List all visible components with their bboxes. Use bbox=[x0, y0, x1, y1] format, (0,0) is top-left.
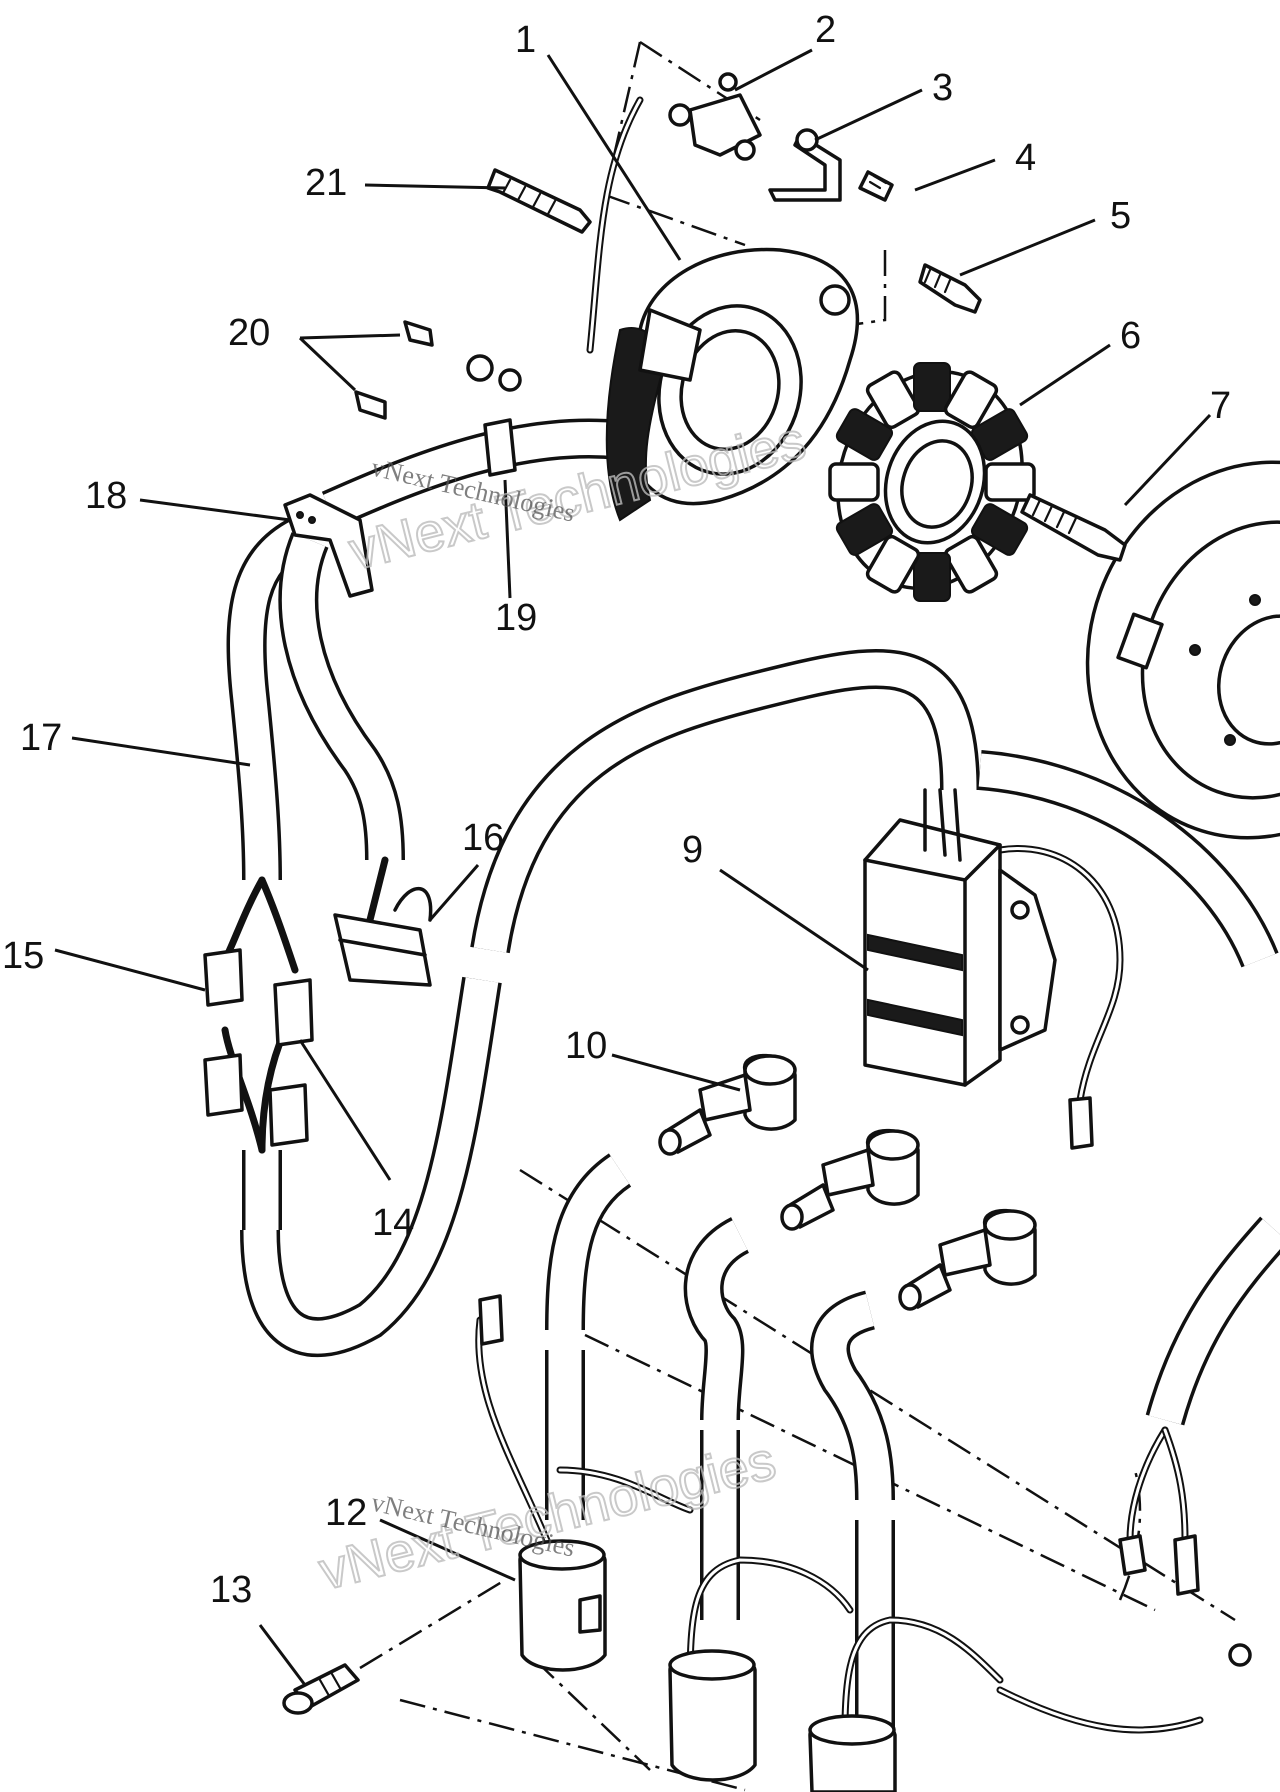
coil-pole bbox=[913, 552, 951, 602]
callout-12: 12 bbox=[325, 1492, 367, 1534]
coil-pole bbox=[943, 370, 999, 430]
screws-20 bbox=[354, 320, 522, 420]
wire-terminals bbox=[478, 1096, 1252, 1667]
screw-21 bbox=[486, 168, 592, 234]
pulser-coil bbox=[668, 72, 762, 161]
callout-21: 21 bbox=[305, 162, 347, 204]
ignition-coils bbox=[518, 1539, 897, 1792]
callout-3: 3 bbox=[932, 67, 953, 109]
spark-plug-caps bbox=[658, 1053, 1037, 1311]
callout-16: 16 bbox=[462, 817, 504, 859]
stator-plate bbox=[605, 247, 859, 522]
callout-6: 6 bbox=[1120, 315, 1141, 357]
bolt-13 bbox=[282, 1663, 360, 1715]
connector-16 bbox=[333, 887, 433, 987]
stator-coil bbox=[828, 362, 1036, 602]
wiring-looms bbox=[226, 418, 1280, 1750]
callout-4: 4 bbox=[1015, 137, 1036, 179]
callout-7: 7 bbox=[1210, 385, 1231, 427]
callout-5: 5 bbox=[1110, 195, 1131, 237]
callout-19: 19 bbox=[495, 597, 537, 639]
coil-pole bbox=[865, 370, 921, 430]
coil-pole bbox=[984, 462, 1036, 502]
bracket bbox=[768, 128, 842, 202]
callout-20: 20 bbox=[228, 312, 270, 354]
coil-pole bbox=[828, 462, 880, 502]
harness-band bbox=[483, 418, 517, 477]
screw-4 bbox=[858, 170, 894, 202]
screw-5 bbox=[918, 263, 982, 314]
small-wires bbox=[221, 96, 1204, 1784]
coil-pole bbox=[970, 503, 1029, 556]
callout-15: 15 bbox=[2, 935, 44, 977]
callout-labels: 1 2 3 4 5 6 7 9 10 12 13 14 15 16 17 18 … bbox=[2, 9, 1231, 1611]
callout-9: 9 bbox=[682, 829, 703, 871]
callout-13: 13 bbox=[210, 1569, 252, 1611]
harness-clamp bbox=[283, 493, 374, 598]
coil-pole bbox=[835, 503, 894, 556]
callout-1: 1 bbox=[515, 19, 536, 61]
coil-pole bbox=[865, 534, 921, 594]
flywheel bbox=[1085, 460, 1280, 840]
callout-10: 10 bbox=[565, 1025, 607, 1067]
callout-18: 18 bbox=[85, 475, 127, 517]
coil-pole bbox=[835, 408, 894, 461]
harness-connectors bbox=[203, 948, 314, 1147]
callout-14: 14 bbox=[372, 1202, 414, 1244]
callout-17: 17 bbox=[20, 717, 62, 759]
callout-2: 2 bbox=[815, 9, 836, 51]
cdi-unit bbox=[863, 788, 1057, 1087]
screw-7 bbox=[1020, 493, 1127, 562]
coil-pole bbox=[943, 534, 999, 594]
coil-pole bbox=[913, 362, 951, 412]
leader-lines bbox=[54, 48, 1212, 1686]
